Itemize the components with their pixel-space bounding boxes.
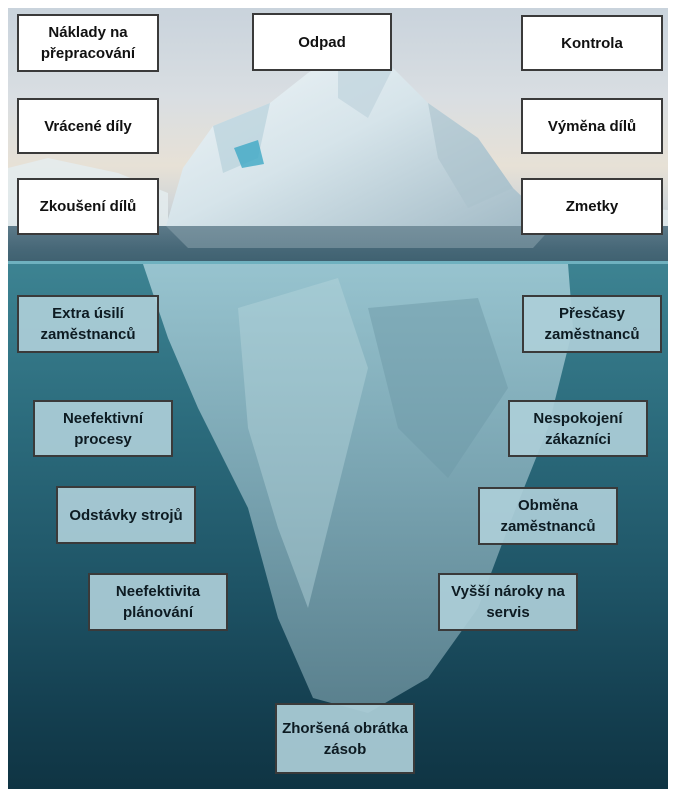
label-naklady-na-prepracovani: Náklady na přepracování <box>17 14 159 72</box>
label-kontrola: Kontrola <box>521 15 663 71</box>
label-neefektivita-planovani: Neefektivita plánování <box>88 573 228 631</box>
label-obmena-zamestnancu: Obměna zaměstnanců <box>478 487 618 545</box>
label-odstavky-stroju: Odstávky strojů <box>56 486 196 544</box>
label-prescasy-zamestnancu: Přesčasy zaměstnanců <box>522 295 662 353</box>
label-odpad: Odpad <box>252 13 392 71</box>
label-extra-usili-zamestnancu: Extra úsilí zaměstnanců <box>17 295 159 353</box>
label-nespokojeni-zakaznici: Nespokojení zákazníci <box>508 400 648 457</box>
label-vyssi-naroky-na-servis: Vyšší nároky na servis <box>438 573 578 631</box>
label-vymena-dilu: Výměna dílů <box>521 98 663 154</box>
iceberg-diagram: Náklady na přepracování Vrácené díly Zko… <box>8 8 668 789</box>
label-neefektivni-procesy: Neefektivní procesy <box>33 400 173 457</box>
label-vracene-dily: Vrácené díly <box>17 98 159 154</box>
label-zhorsena-obratka-zasob: Zhoršená obrátka zásob <box>275 703 415 774</box>
label-zkouseni-dilu: Zkoušení dílů <box>17 178 159 235</box>
waterline <box>8 261 668 264</box>
label-zmetky: Zmetky <box>521 178 663 235</box>
